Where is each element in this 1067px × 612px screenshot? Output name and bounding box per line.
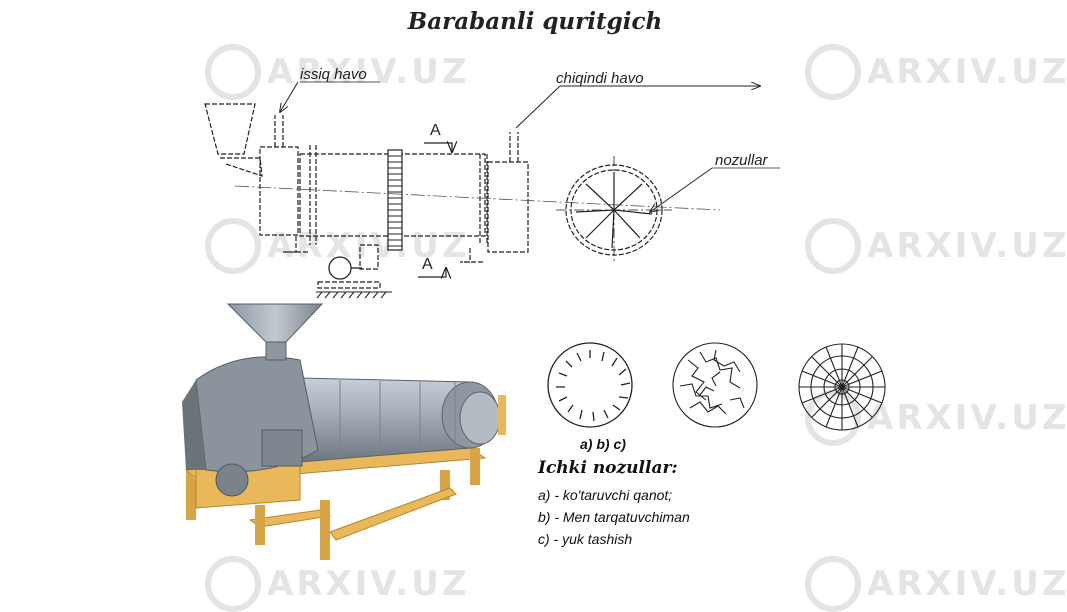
waste-air-label: chiqindi havo	[556, 70, 644, 87]
nozzle-caption: Ichki nozullar: a) - ko'taruvchi qanot; …	[538, 458, 690, 550]
axis-line	[234, 185, 721, 211]
watermark-icon	[805, 390, 861, 446]
caption-item: c) - yuk tashish	[538, 531, 633, 547]
hopper-outline	[204, 103, 256, 155]
inlet-head	[259, 146, 299, 236]
nozzle-type-c	[798, 343, 886, 431]
motor-icon	[328, 256, 352, 280]
watermark: ARXIV.UZ	[805, 44, 1067, 100]
nozzle-type-b	[672, 342, 758, 428]
watermark-icon	[805, 218, 861, 274]
nozzles-label: nozullar	[715, 152, 768, 169]
caption-item: b) - Mеn tarqatuvchiman	[538, 509, 690, 525]
watermark-icon	[205, 218, 261, 274]
watermark: ARXIV.UZ	[205, 44, 469, 100]
motor-photo-icon	[215, 463, 249, 497]
dryer-photo	[182, 303, 506, 560]
watermark: ARXIV.UZ	[805, 556, 1067, 612]
hot-air-label: issiq havo	[300, 66, 367, 83]
hopper-photo	[226, 303, 324, 343]
page-title: Barabanli quritgich	[407, 8, 663, 35]
nozzle-type-a	[547, 342, 633, 428]
outlet-head	[487, 161, 529, 253]
watermark: ARXIV.UZ	[205, 556, 469, 612]
caption-item: a) - ko'taruvchi qanot;	[538, 487, 673, 503]
watermark: ARXIV.UZ	[805, 390, 1067, 446]
section-marker-bottom: A	[422, 256, 433, 273]
section-marker-top: A	[430, 122, 441, 139]
nozzle-type-labels: a) b) c)	[580, 436, 626, 452]
watermark-icon	[205, 44, 261, 100]
watermark-icon	[805, 44, 861, 100]
girth-gear	[387, 149, 403, 251]
watermark: ARXIV.UZ	[805, 218, 1067, 274]
caption-heading: Ichki nozullar:	[538, 458, 678, 478]
cross-section	[556, 156, 672, 262]
schematic	[204, 103, 529, 289]
